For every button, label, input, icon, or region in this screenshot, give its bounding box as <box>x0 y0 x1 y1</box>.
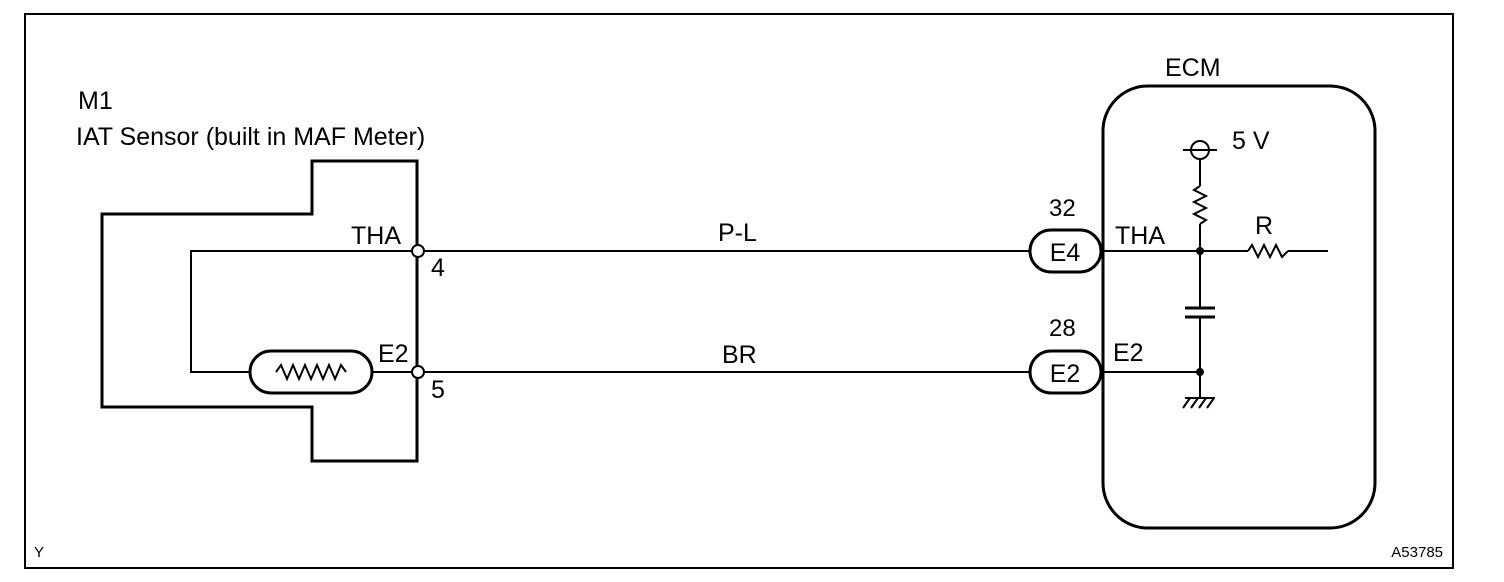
figure-id: A53785 <box>1391 544 1443 561</box>
supply-5v-label: 5 V <box>1232 127 1270 155</box>
ecm-connector-e2-label: E2 <box>1050 360 1081 388</box>
resistor-r-icon <box>1247 242 1289 260</box>
junction-e2-icon <box>1196 368 1204 376</box>
ecm-signal-tha: THA <box>1115 222 1165 250</box>
resistor-r-label: R <box>1255 212 1273 240</box>
pullup-resistor-icon <box>1191 185 1209 225</box>
terminal-pin-5-icon <box>411 365 425 379</box>
ground-icon <box>1182 397 1215 409</box>
thermistor-icon <box>248 349 374 395</box>
sensor-pin-signal-tha: THA <box>351 222 401 250</box>
ecm-connector-e4-label: E4 <box>1050 239 1081 267</box>
sensor-pin-number-5: 5 <box>431 376 445 404</box>
sensor-name: IAT Sensor (built in MAF Meter) <box>76 123 425 151</box>
footer-left-code: Y <box>34 544 44 561</box>
ecm-connector-pin-32: 32 <box>1049 195 1076 222</box>
thermistor-zigzag <box>275 362 347 382</box>
ecm-signal-e2: E2 <box>1113 339 1144 367</box>
sensor-pin-signal-e2: E2 <box>378 340 409 368</box>
ecm-title: ECM <box>1165 54 1221 82</box>
sensor-id: M1 <box>78 87 113 115</box>
sensor-housing <box>100 159 419 463</box>
ecm-box <box>1101 84 1377 530</box>
terminal-pin-4-icon <box>411 244 425 258</box>
sensor-internal-wire <box>190 250 418 373</box>
wire-color-tha: P-L <box>718 219 757 247</box>
wire-color-e2: BR <box>722 341 757 369</box>
ecm-connector-e4 <box>1028 228 1103 274</box>
diagram-frame <box>24 13 1454 569</box>
junction-tha-icon <box>1196 247 1204 255</box>
ecm-connector-e2 <box>1028 349 1103 395</box>
ecm-connector-pin-28: 28 <box>1049 315 1076 342</box>
sensor-pin-number-4: 4 <box>431 254 445 282</box>
